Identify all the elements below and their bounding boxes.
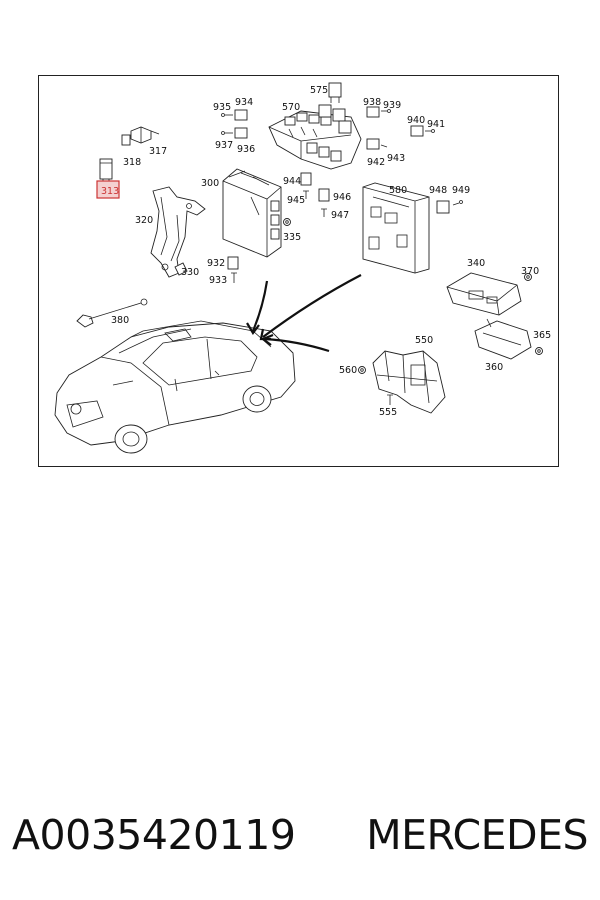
label-934: 934 (235, 97, 253, 108)
part-560-nut (358, 366, 366, 374)
parts-946-947-connector (318, 188, 330, 217)
part-575-relay (328, 82, 342, 103)
parts-944-945-connector (300, 172, 312, 199)
caption-bar: A0035420119 MERCEDES (0, 800, 600, 870)
parts-diagram: 313 317 318 320 330 300 335 932 933 380 … (54, 82, 551, 454)
label-313: 313 (101, 186, 119, 197)
part-317-clip (121, 126, 160, 146)
part-370-nut (524, 273, 532, 281)
part-365-nut (535, 347, 543, 355)
label-560: 560 (339, 365, 357, 376)
label-938: 938 (363, 97, 381, 108)
label-946: 946 (333, 192, 351, 203)
label-948: 948 (429, 185, 447, 196)
part-300-control-unit (222, 168, 282, 258)
label-580: 580 (389, 185, 407, 196)
part-550-bracket (372, 350, 446, 414)
part-330-screw (174, 262, 188, 276)
part-320-bracket (150, 186, 206, 278)
label-317: 317 (149, 146, 167, 157)
label-370: 370 (521, 266, 539, 277)
label-380: 380 (111, 315, 129, 326)
part-933-pin (231, 272, 237, 283)
label-944: 944 (283, 176, 301, 187)
parts-940-941-connector (410, 125, 435, 137)
parts-948-949-connector (436, 200, 463, 214)
label-943: 943 (387, 153, 405, 164)
label-933: 933 (209, 275, 227, 286)
part-360-bracket (474, 318, 532, 360)
label-932: 932 (207, 258, 225, 269)
label-942: 942 (367, 157, 385, 168)
vehicle-illustration (54, 320, 296, 454)
arrowhead-1 (246, 322, 260, 335)
part-580-module (362, 182, 430, 274)
label-555: 555 (379, 407, 397, 418)
parts-938-939-connector (366, 106, 391, 118)
label-575: 575 (310, 85, 328, 96)
label-330: 330 (181, 267, 199, 278)
arrow-to-module (262, 274, 362, 338)
part-570-fuse-box (268, 104, 362, 170)
label-550: 550 (415, 335, 433, 346)
part-335-nut (283, 218, 291, 226)
label-570: 570 (282, 102, 300, 113)
label-936: 936 (237, 144, 255, 155)
label-947: 947 (331, 210, 349, 221)
label-940: 940 (407, 115, 425, 126)
part-340-control-unit (446, 272, 522, 316)
arrowhead-2 (259, 328, 271, 341)
parts-942-943-connector (366, 138, 388, 150)
part-932-connector (227, 256, 239, 270)
label-360: 360 (485, 362, 503, 373)
label-340: 340 (467, 258, 485, 269)
label-937: 937 (215, 140, 233, 151)
label-941: 941 (427, 119, 445, 130)
parts-diagram-frame: 313 317 318 320 330 300 335 932 933 380 … (38, 75, 559, 467)
brand-name: MERCEDES (366, 811, 588, 859)
label-939: 939 (383, 100, 401, 111)
label-300: 300 (201, 178, 219, 189)
highlight-box-313 (96, 180, 120, 199)
parts-934-935-connector (221, 109, 248, 121)
label-318: 318 (123, 157, 141, 168)
part-555-screw (387, 394, 393, 405)
label-320: 320 (135, 215, 153, 226)
label-949: 949 (452, 185, 470, 196)
arrowhead-3 (260, 333, 274, 346)
label-935: 935 (213, 102, 231, 113)
label-945: 945 (287, 195, 305, 206)
parts-936-937-connector (221, 127, 248, 139)
arrow-to-control-unit (251, 280, 269, 332)
part-380-sensor-cable (76, 298, 148, 328)
label-365: 365 (533, 330, 551, 341)
part-number: A0035420119 (12, 811, 296, 859)
label-335: 335 (283, 232, 301, 243)
